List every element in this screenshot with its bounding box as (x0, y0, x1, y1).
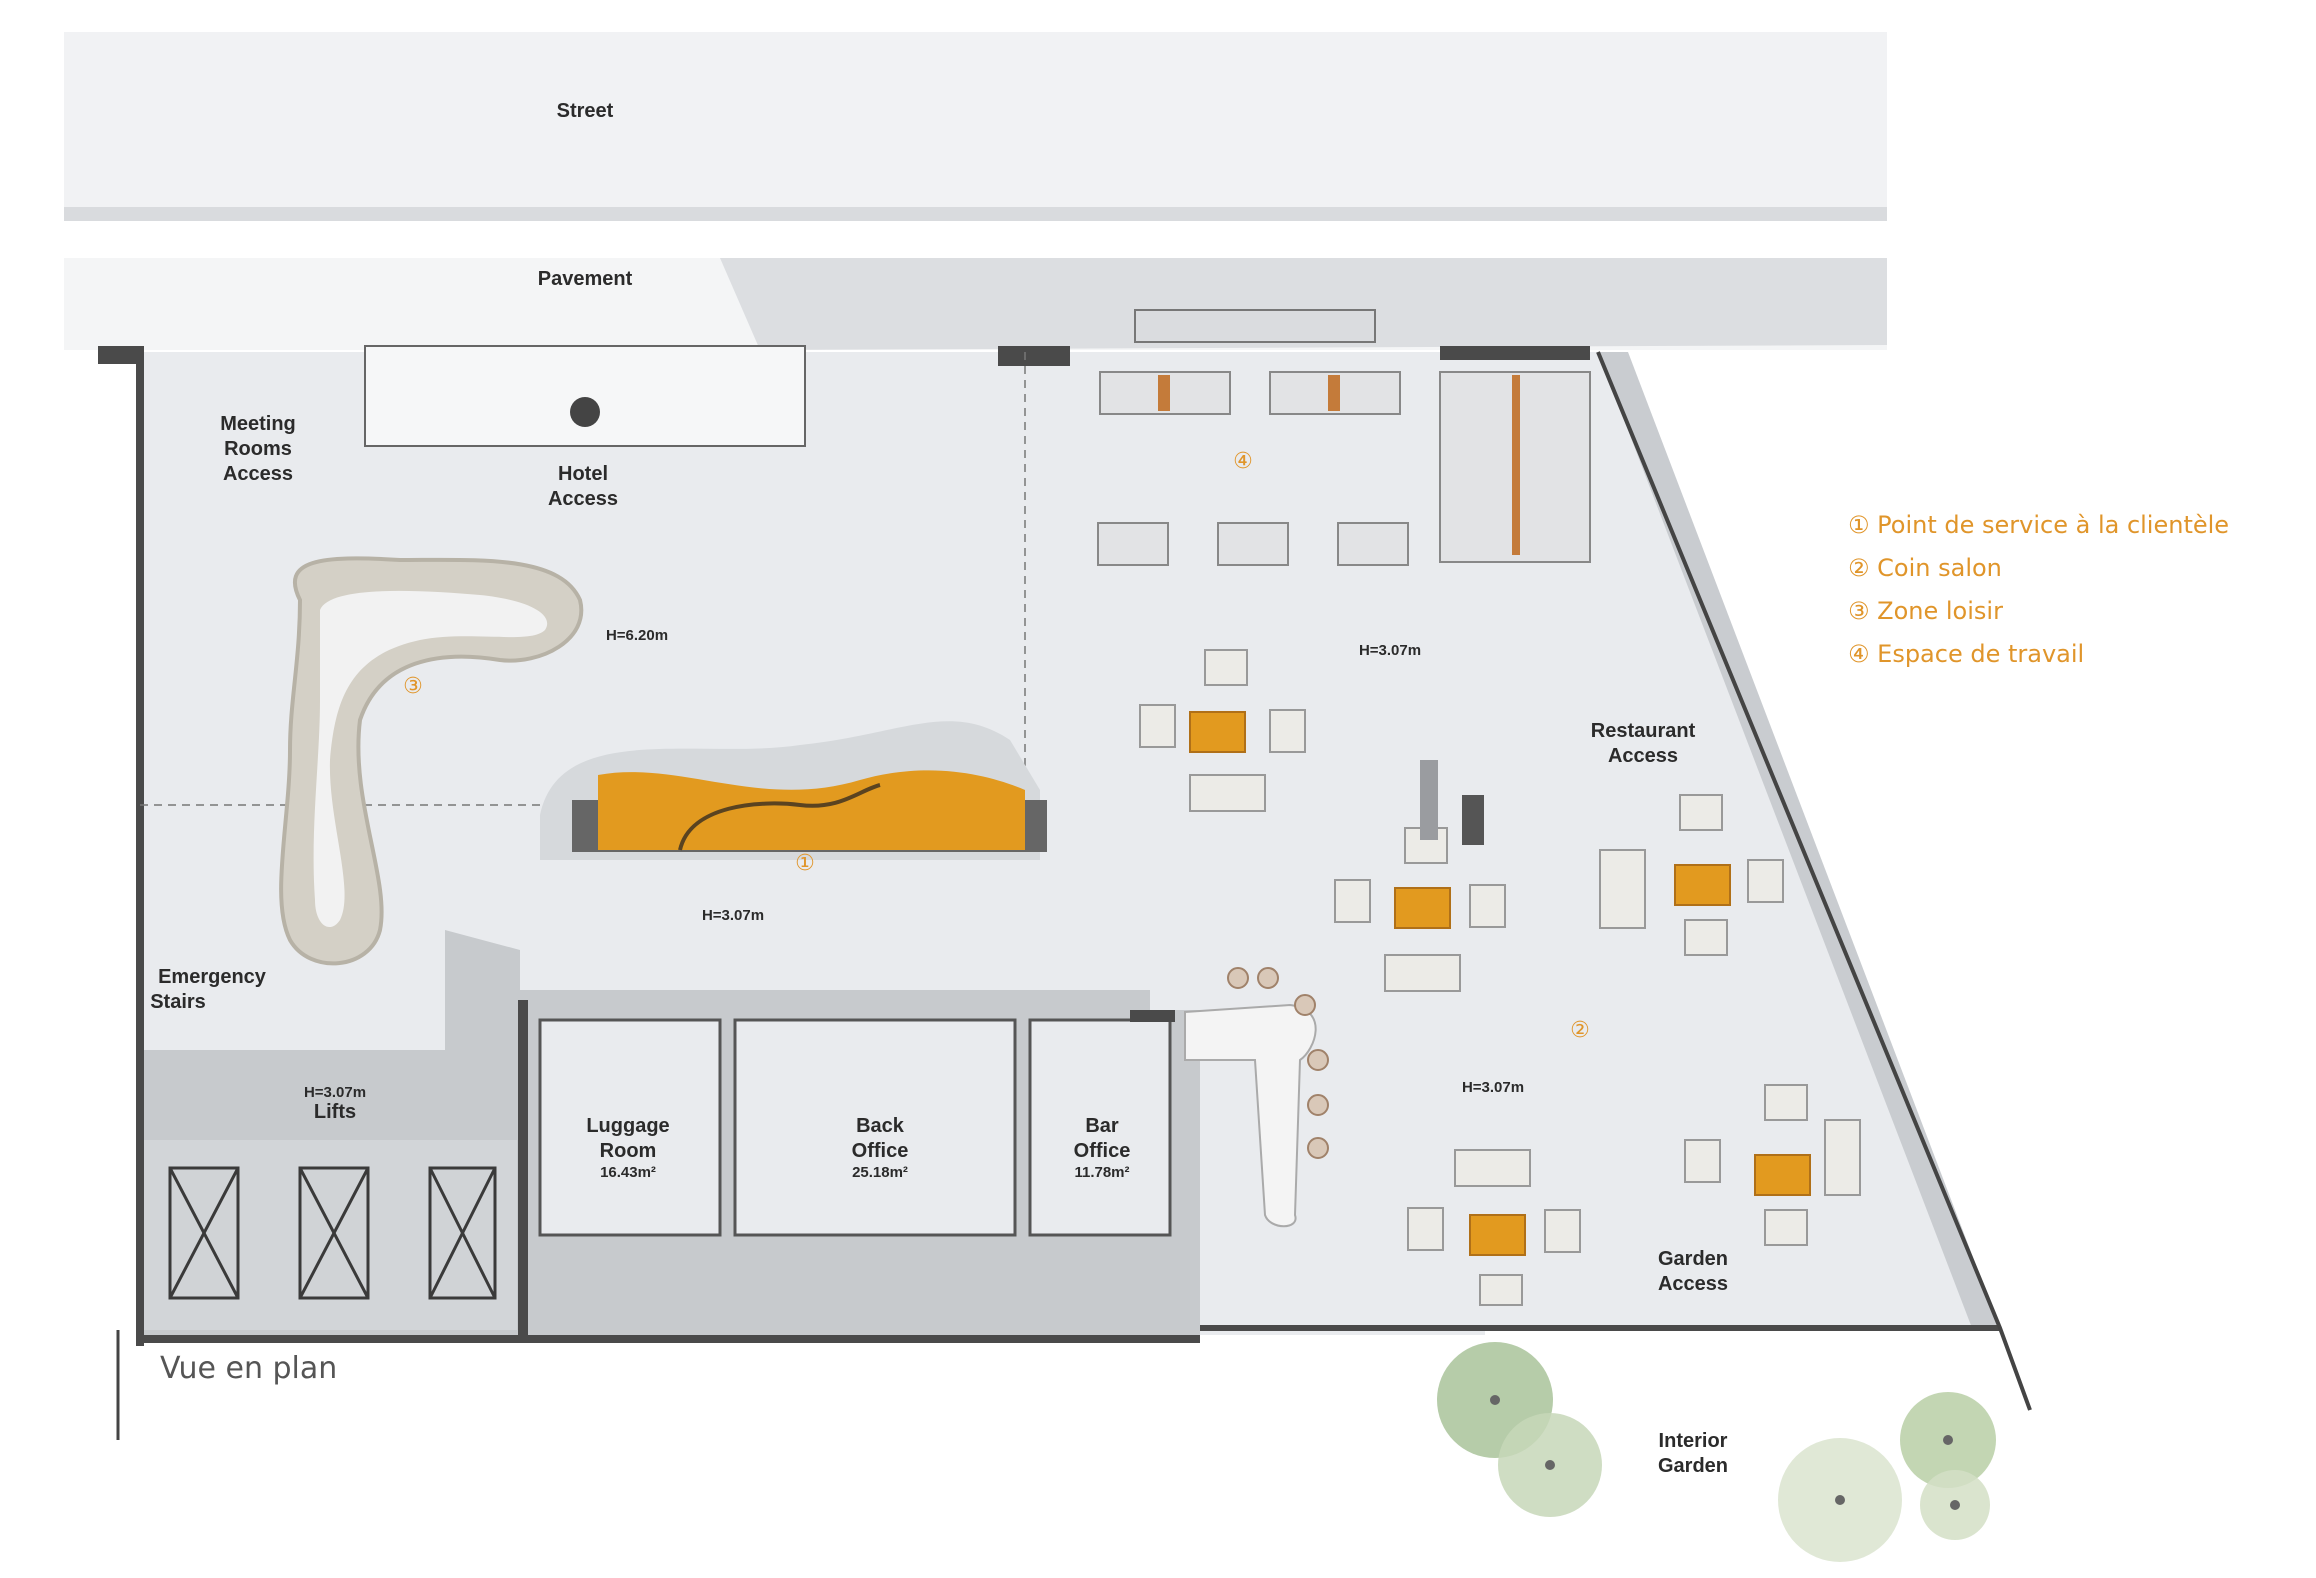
height-lounge-area: H=3.07m (1462, 1079, 1524, 1096)
lounge-partition (1420, 760, 1438, 840)
zone-marker-reception: ① (795, 851, 815, 876)
garden-access-label-2: Access (1658, 1273, 1728, 1295)
zone-marker-lounge: ② (1570, 1018, 1590, 1043)
legend-item-1: ① Point de service à la clientèle (1848, 511, 2229, 539)
height-reception: H=3.07m (702, 907, 764, 924)
height-lounge-loop: H=6.20m (606, 627, 668, 644)
pavement-shadow (720, 258, 1887, 350)
hotel-entrance-frame (364, 345, 806, 447)
lounge-partition-2 (1462, 795, 1484, 845)
back-office (733, 1018, 1017, 1237)
entrance-column (570, 397, 600, 427)
workspace-wood-accents (1158, 375, 1520, 555)
vending-unit (1134, 309, 1376, 343)
luggage-room-label-2: Room (600, 1140, 657, 1162)
hotel-access-label-2: Access (548, 488, 618, 510)
luggage-room-label-1: Luggage (586, 1115, 669, 1137)
interior-garden-label-2: Garden (1658, 1455, 1728, 1477)
emergency-stairs-label-1: Emergency (158, 966, 267, 988)
meeting-rooms-label-3: Access (223, 463, 293, 485)
right-facade (1596, 351, 2032, 1411)
street-curb (64, 207, 1887, 221)
restaurant-access-label-2: Access (1608, 745, 1678, 767)
lifts-height: H=3.07m (304, 1084, 366, 1101)
bar-office-label-2: Office (1074, 1140, 1131, 1162)
legend-item-4: ④ Espace de travail (1848, 640, 2084, 668)
street-area (64, 32, 1887, 207)
luggage-room-area: 16.43m² (600, 1164, 656, 1181)
back-office-area: 25.18m² (852, 1164, 908, 1181)
bar-office (1028, 1018, 1172, 1237)
lifts-label: Lifts (314, 1101, 356, 1123)
view-caption: Vue en plan (160, 1351, 337, 1386)
lounge-armchairs (1139, 649, 1861, 1306)
back-office-label-1: Back (856, 1115, 905, 1137)
legend-item-2: ② Coin salon (1848, 554, 2002, 582)
meeting-rooms-label-2: Rooms (224, 438, 292, 460)
legend-item-3: ③ Zone loisir (1848, 597, 2003, 625)
street-label: Street (557, 100, 614, 122)
bar-office-label-1: Bar (1085, 1115, 1119, 1137)
meeting-rooms-label-1: Meeting (220, 413, 296, 435)
bar-office-area: 11.78m² (1074, 1164, 1129, 1181)
restaurant-access-label-1: Restaurant (1591, 720, 1696, 742)
zone-marker-leisure: ③ (403, 674, 423, 699)
interior-garden-label-1: Interior (1659, 1430, 1728, 1452)
legend: ① Point de service à la clientèle ② Coin… (1848, 511, 2229, 668)
lift-cars (168, 1166, 497, 1300)
reception-desk (598, 770, 1025, 850)
garden-trees (1437, 1342, 1996, 1562)
reception-desk-seam (678, 783, 881, 851)
leisure-loop-inner (313, 590, 548, 928)
zone-marker-workspace: ④ (1233, 449, 1253, 474)
walls (98, 346, 2000, 1346)
height-work-area: H=3.07m (1359, 642, 1421, 659)
pavement-label: Pavement (538, 268, 633, 290)
back-office-label-2: Office (852, 1140, 909, 1162)
bar-stools (1227, 967, 1329, 1159)
emergency-stairs-label-2: Stairs (150, 991, 206, 1013)
luggage-room (538, 1018, 722, 1237)
garden-access-label-1: Garden (1658, 1248, 1728, 1270)
hotel-access-label-1: Hotel (558, 463, 608, 485)
lounge-tables (1189, 711, 1811, 1256)
